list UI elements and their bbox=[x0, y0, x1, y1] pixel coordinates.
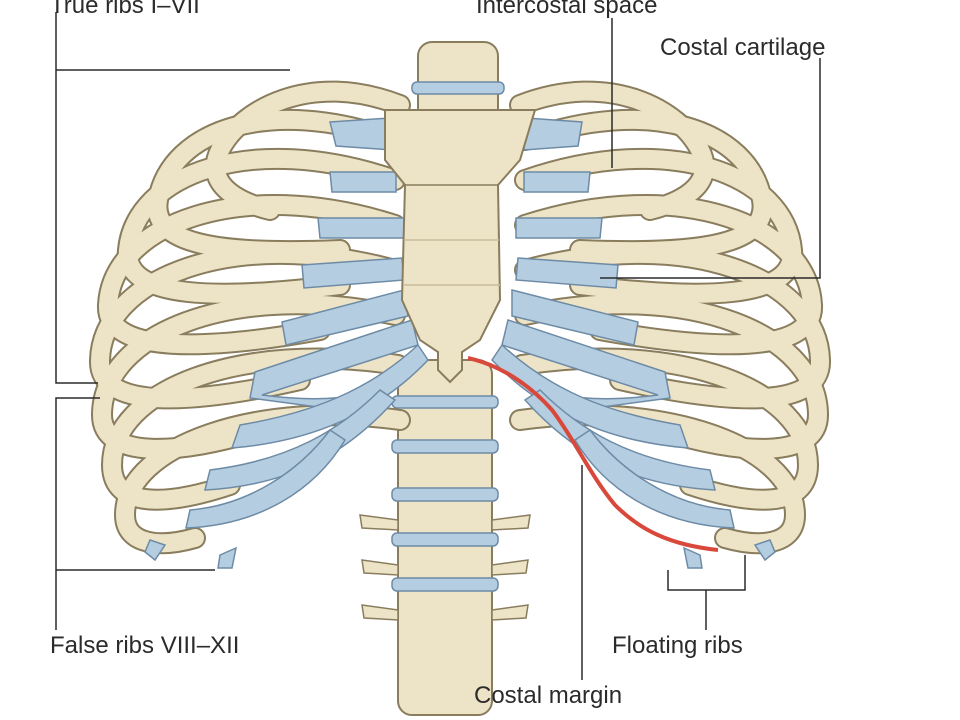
costal-cartilages bbox=[144, 117, 776, 569]
ribs bbox=[89, 80, 831, 555]
costal-margin-line bbox=[467, 356, 719, 552]
label-floating-ribs: Floating ribs bbox=[612, 632, 743, 659]
sternum bbox=[384, 109, 537, 384]
label-false-ribs: False ribs VIII–XII bbox=[50, 632, 240, 659]
label-costal-cartilage: Costal cartilage bbox=[660, 34, 826, 61]
label-true-ribs: True ribs I–VII bbox=[50, 0, 200, 19]
label-intercostal-space: Intercostal space bbox=[476, 0, 658, 19]
leader-lines bbox=[55, 12, 821, 680]
label-costal-margin: Costal margin bbox=[474, 682, 623, 709]
